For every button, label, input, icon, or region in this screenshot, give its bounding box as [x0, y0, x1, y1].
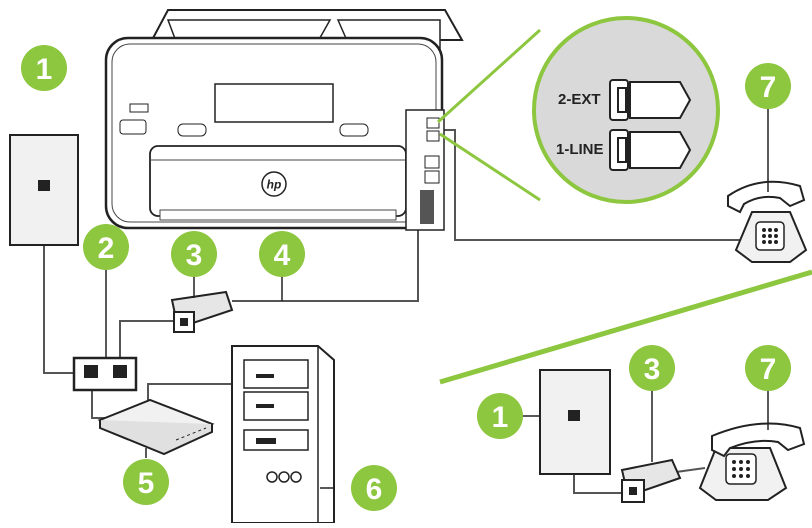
- cable-modem-to-computer: [147, 383, 238, 402]
- wall-jack: [9, 134, 79, 246]
- hp-logo-text: hp: [267, 178, 282, 192]
- svg-text:1: 1: [492, 401, 509, 434]
- svg-text:3: 3: [186, 239, 203, 272]
- line-port-drawing: [609, 129, 692, 171]
- printer-ext-port: [426, 117, 440, 129]
- svg-text:2: 2: [98, 232, 115, 265]
- cable-wall-to-splitter: [43, 188, 78, 374]
- telephone: [727, 180, 808, 263]
- cable-filter-to-phone-lower: [675, 467, 706, 473]
- svg-text:3: 3: [644, 353, 661, 386]
- svg-text:4: 4: [274, 239, 291, 272]
- callout-7-lower: 7: [745, 345, 791, 391]
- printer-back-window: [214, 83, 334, 123]
- svg-text:6: 6: [366, 473, 383, 506]
- svg-text:5: 5: [138, 467, 155, 500]
- callout-2: 2: [83, 224, 129, 270]
- svg-text:7: 7: [760, 353, 777, 386]
- callout-6: 6: [351, 465, 397, 511]
- callout-1-lower: 1: [477, 393, 523, 439]
- printer: hp: [104, 9, 464, 231]
- port-label-1-line: 1-LINE: [556, 141, 604, 158]
- ext-port-drawing: [609, 79, 692, 121]
- divider-line: [439, 269, 812, 385]
- svg-text:7: 7: [760, 71, 777, 104]
- computer-tower: [231, 345, 335, 524]
- svg-text:1: 1: [36, 53, 53, 86]
- wall-jack-lower: [539, 369, 611, 475]
- port-label-2-ext: 2-EXT: [558, 91, 601, 108]
- callout-3-lower: 3: [629, 345, 675, 391]
- printer-line-port: [426, 130, 440, 142]
- callout-1-top: 1: [21, 45, 67, 91]
- cable-printer-to-telephone: [440, 129, 745, 241]
- callout-5: 5: [123, 459, 169, 505]
- callout-3-top: 3: [171, 231, 217, 277]
- dsl-filter: [170, 290, 234, 333]
- callouts: 1 2 3 4 5 6 7 1: [21, 45, 791, 511]
- dsl-filter-lower: [620, 458, 682, 503]
- callout-7-top: 7: [745, 63, 791, 109]
- hp-logo: [261, 171, 287, 197]
- telephone-lower: [698, 422, 806, 501]
- splitter: [72, 356, 138, 392]
- port-zoom-inset: 2-EXT 1-LINE: [436, 16, 720, 204]
- callout-4: 4: [259, 231, 305, 277]
- dsl-modem: [97, 398, 215, 456]
- cable-splitter-to-filter: [119, 320, 176, 372]
